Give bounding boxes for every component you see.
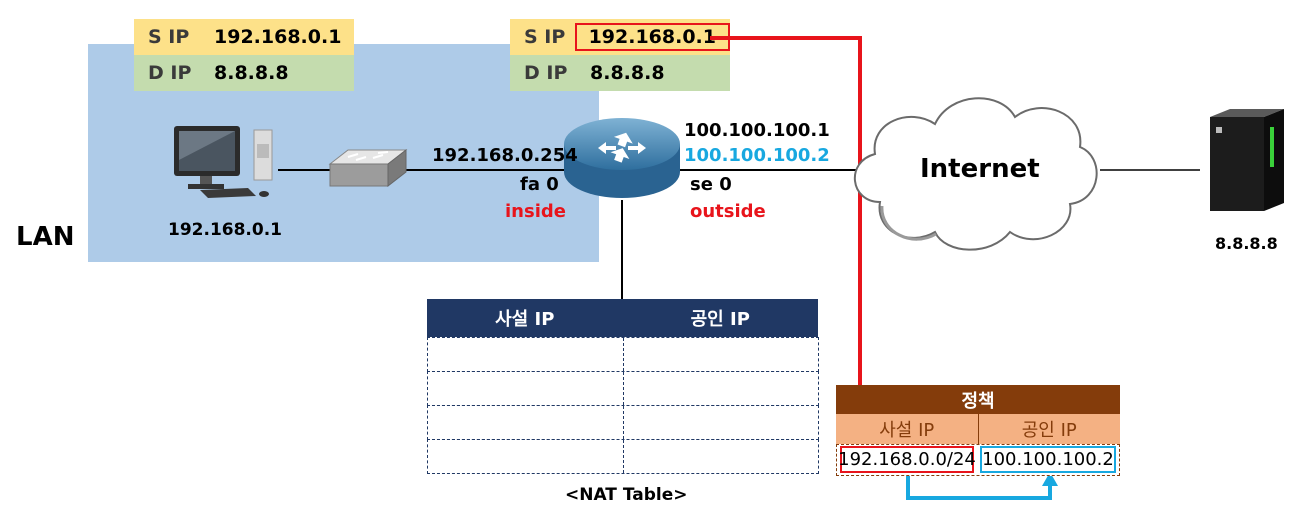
inside-ip-label: 192.168.0.254 bbox=[432, 145, 578, 166]
server-icon bbox=[1210, 109, 1284, 211]
source-ip-key: S IP bbox=[524, 26, 566, 48]
switch-icon bbox=[328, 148, 408, 188]
lan-label: LAN bbox=[16, 222, 75, 252]
nat-table-header: 사설 IP 공인 IP bbox=[427, 299, 818, 337]
packet-before-source-row: S IP 192.168.0.1 bbox=[134, 19, 354, 55]
cyan-arrow-line bbox=[906, 474, 1052, 500]
policy-col-private: 사설 IP bbox=[836, 414, 979, 444]
policy-public-value: 100.100.100.2 bbox=[980, 446, 1116, 473]
packet-before-dest-row: D IP 8.8.8.8 bbox=[134, 55, 354, 91]
dest-ip-value: 8.8.8.8 bbox=[590, 62, 665, 84]
source-ip-key: S IP bbox=[148, 26, 190, 48]
dest-ip-value: 8.8.8.8 bbox=[214, 62, 289, 84]
outside-label: outside bbox=[690, 201, 766, 222]
policy-col-public: 공인 IP bbox=[1021, 420, 1077, 441]
inside-label: inside bbox=[505, 201, 566, 222]
policy-private-value: 192.168.0.0/24 bbox=[838, 446, 976, 473]
outside-interface-label: se 0 bbox=[690, 174, 732, 195]
nat-table-row bbox=[427, 337, 819, 372]
inside-interface-label: fa 0 bbox=[520, 174, 559, 195]
cyan-arrow-head bbox=[1042, 472, 1058, 486]
internet-label: Internet bbox=[920, 154, 1040, 184]
nat-table-caption: <NAT Table> bbox=[565, 485, 688, 505]
packet-after-dest-row: D IP 8.8.8.8 bbox=[510, 55, 730, 91]
red-arrow-line bbox=[710, 36, 862, 428]
policy-title: 정책 bbox=[836, 385, 1120, 414]
pc-icon bbox=[174, 126, 273, 198]
dest-ip-key: D IP bbox=[524, 62, 568, 84]
packet-after-source-row: S IP 192.168.0.1 bbox=[510, 19, 730, 55]
source-ip-value: 192.168.0.1 bbox=[214, 26, 342, 48]
internet-cloud-icon bbox=[853, 97, 1098, 251]
dest-ip-key: D IP bbox=[148, 62, 192, 84]
nat-col-private: 사설 IP bbox=[495, 309, 555, 330]
nat-table-row bbox=[427, 439, 819, 474]
policy-row bbox=[836, 444, 1120, 476]
router-icon bbox=[564, 118, 680, 198]
outside-ip-1-label: 100.100.100.1 bbox=[684, 120, 830, 141]
policy-header: 사설 IP 공인 IP bbox=[836, 414, 1120, 444]
nat-col-public: 공인 IP bbox=[690, 309, 750, 330]
server-ip-label: 8.8.8.8 bbox=[1215, 234, 1278, 253]
outside-ip-2-label: 100.100.100.2 bbox=[684, 145, 830, 166]
nat-table-row bbox=[427, 371, 819, 406]
pc-ip-label: 192.168.0.1 bbox=[168, 220, 283, 240]
nat-table-row bbox=[427, 405, 819, 440]
